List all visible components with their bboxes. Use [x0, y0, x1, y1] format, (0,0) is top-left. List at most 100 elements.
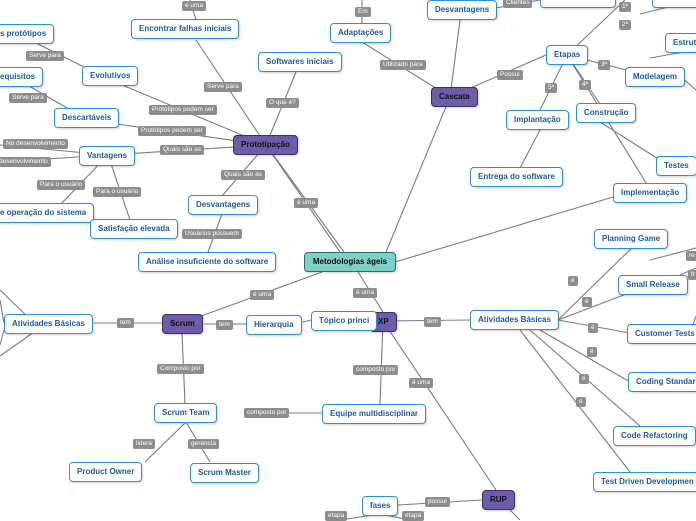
- edge-label: Usuários possuem: [182, 229, 242, 239]
- connector: [449, 19, 461, 98]
- node-product-owner[interactable]: Product Owner: [69, 462, 143, 482]
- connector: [0, 299, 5, 324]
- connector: [557, 239, 641, 321]
- edge-label: 5ª: [545, 83, 558, 93]
- node-modelagem[interactable]: Modelagem: [625, 67, 686, 87]
- edge-label: 1ª: [619, 2, 632, 12]
- node-coding-standard[interactable]: Coding Standar: [628, 372, 696, 392]
- edge-label: Serve para: [9, 93, 47, 103]
- node-encontrar-falhas[interactable]: Encontrar falhas iniciais: [131, 19, 240, 39]
- connector: [379, 320, 384, 405]
- edge-label: Possui: [497, 70, 523, 80]
- connector: [599, 121, 661, 161]
- edge-label: lidera: [133, 439, 155, 449]
- node-vantagens[interactable]: Vantagens: [79, 146, 136, 166]
- node-etapas[interactable]: Etapas: [546, 45, 589, 65]
- edge-label: desenvolvimento: [0, 157, 51, 167]
- connector: [649, 247, 696, 261]
- edge-label: 4ª: [579, 80, 592, 90]
- connector: [195, 39, 267, 146]
- central-topic[interactable]: Metodologias ágeis: [304, 252, 396, 272]
- node-descartaveis[interactable]: Descartáveis: [54, 108, 120, 128]
- node-prototipos[interactable]: s protótipos: [0, 24, 55, 44]
- connector: [394, 185, 651, 263]
- edge-label: 2ª: [619, 20, 632, 30]
- edge-label: Protótipos podem ser: [138, 126, 206, 136]
- edge-label: é: [568, 276, 578, 286]
- node-implantacao[interactable]: Implantação: [506, 110, 569, 130]
- connector: [539, 329, 631, 383]
- edge-label: etapa: [402, 511, 425, 521]
- node-softwares-iniciais[interactable]: Softwares iniciais: [258, 52, 342, 72]
- node-desvantagens-cascata[interactable]: Desvantagens: [427, 0, 498, 20]
- node-planning-game[interactable]: Planning Game: [594, 229, 669, 249]
- node-box-top[interactable]: [540, 0, 616, 8]
- edge-label: Para o usuário: [37, 180, 86, 190]
- edge-label: tem: [424, 317, 441, 327]
- topic-rup[interactable]: RUP: [482, 490, 515, 510]
- edge-label: Composto por: [157, 364, 204, 374]
- edge-label: é: [576, 397, 586, 407]
- edge-label: Protótipos podem ser: [149, 105, 217, 115]
- node-customer-tests[interactable]: Customer Tests: [627, 324, 696, 344]
- topic-scrum[interactable]: Scrum: [162, 314, 203, 334]
- node-topico-principal[interactable]: Tópico princi: [311, 311, 378, 331]
- node-fases[interactable]: fases: [362, 496, 399, 516]
- node-estrut[interactable]: Estrut: [665, 33, 696, 53]
- node-equipe[interactable]: Equipe multidisciplinar: [322, 404, 427, 424]
- node-desvantagens-proto[interactable]: Desvantagens: [188, 195, 259, 215]
- edge-label: é: [588, 323, 598, 333]
- edge-label: possui: [425, 497, 450, 507]
- node-entrega[interactable]: Entrega do software: [470, 167, 563, 187]
- edge-label: é uma: [182, 1, 207, 11]
- edge-label: tem: [216, 320, 233, 330]
- edge-label: é uma: [409, 378, 434, 388]
- node-evolutivos[interactable]: Evolutivos: [82, 66, 139, 86]
- node-tdd[interactable]: Test Driven Developmen: [593, 472, 696, 492]
- node-analise[interactable]: Análise insuficiente do software: [138, 252, 277, 272]
- node-box-top-right[interactable]: [652, 0, 696, 8]
- edge-label: é uma: [294, 198, 319, 208]
- connector: [302, 319, 312, 323]
- edge-label: tem: [117, 318, 134, 328]
- connector: [509, 509, 521, 520]
- edge-label: re: [686, 251, 696, 261]
- edge-label: é uma: [353, 288, 378, 298]
- node-testes[interactable]: Testes: [656, 156, 696, 176]
- connector: [519, 329, 631, 473]
- topic-prototipacao[interactable]: Prototipação: [233, 135, 298, 155]
- node-satisfacao[interactable]: Satisfação elevada: [90, 219, 178, 239]
- node-code-refactoring[interactable]: Code Refactoring: [613, 426, 696, 446]
- node-construcao[interactable]: Construção: [576, 103, 637, 123]
- edge-label: etapa: [325, 511, 348, 521]
- edge-label: Utilizado para: [380, 60, 426, 70]
- node-small-release[interactable]: Small Release: [618, 275, 688, 295]
- connector: [265, 71, 297, 146]
- node-scrum-master[interactable]: Scrum Master: [190, 463, 259, 483]
- edge-label: Quais são as: [221, 170, 265, 180]
- edge-label: Em: [355, 7, 371, 17]
- edge-label: Serve para: [204, 82, 242, 92]
- edge-label: O que é?: [266, 98, 299, 108]
- node-atividades-xp[interactable]: Atividades Básicas: [470, 310, 559, 330]
- connector: [519, 129, 541, 169]
- edge-label: gerencia: [188, 439, 219, 449]
- edge-label: No desenvolvimento: [3, 139, 68, 149]
- connector: [0, 331, 35, 357]
- edge-label: 3ª: [598, 60, 611, 70]
- node-scrum-team[interactable]: Scrum Team: [154, 403, 218, 423]
- connector: [382, 320, 497, 491]
- edge-label: composto por: [353, 365, 399, 375]
- edge-label: é uma: [250, 290, 275, 300]
- node-hierarquia[interactable]: Hierarquia: [246, 315, 302, 335]
- node-atividades-scrum[interactable]: Atividades Básicas: [4, 314, 93, 334]
- topic-cascata[interactable]: Cascata: [431, 87, 478, 107]
- node-adaptacoes[interactable]: Adaptações: [330, 23, 392, 43]
- connector: [144, 421, 187, 463]
- node-implementacao[interactable]: Implementação: [613, 183, 688, 203]
- edge-label: é: [582, 297, 592, 307]
- node-operacao[interactable]: e operação do sistema: [0, 203, 95, 223]
- node-requisitos[interactable]: equisitos: [0, 67, 44, 87]
- edge-label: Para o usuário: [93, 187, 142, 197]
- connector: [385, 96, 451, 253]
